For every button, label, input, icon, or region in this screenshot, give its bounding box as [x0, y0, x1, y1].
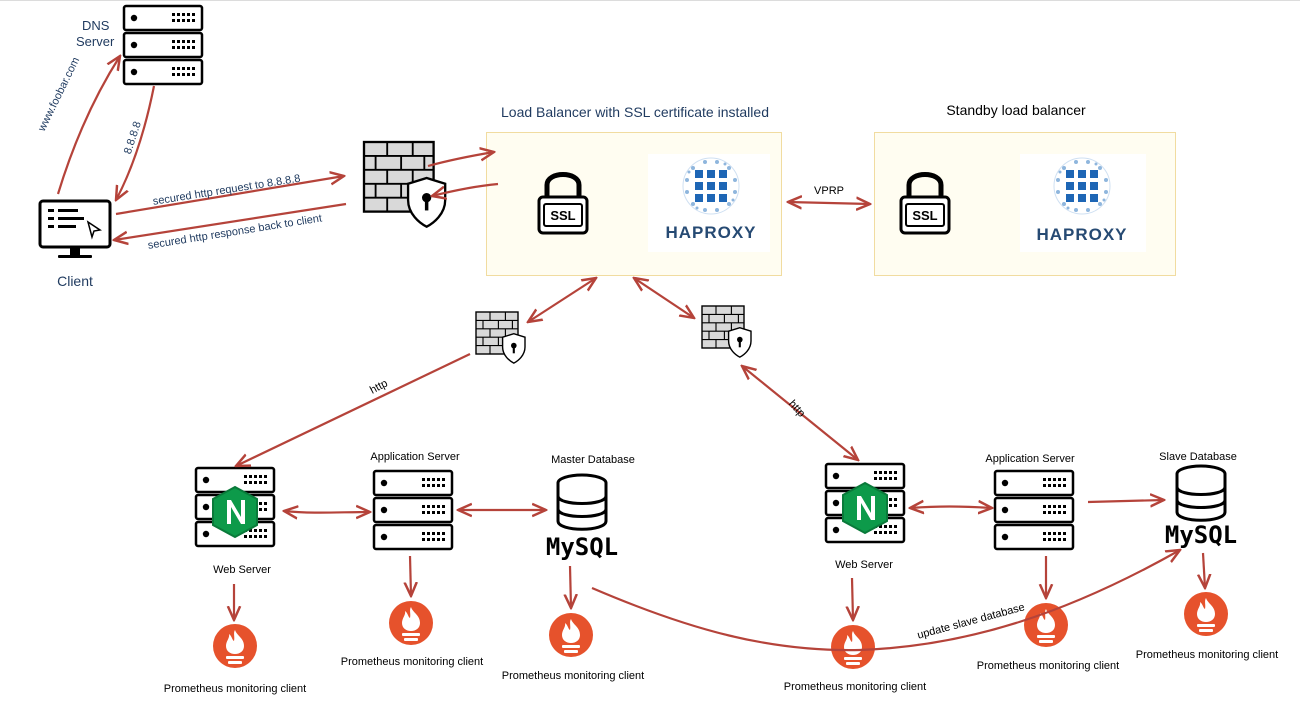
master-database-label: Master Database — [551, 454, 635, 466]
dns-server-icon — [122, 4, 204, 86]
edge-left-app-monitor — [410, 555, 411, 596]
edge-right-app-db — [1087, 500, 1164, 502]
edge-left-http — [236, 353, 471, 466]
edge-request — [115, 176, 344, 216]
right-web-server-label: Web Server — [835, 559, 893, 571]
right-web-monitor-label: Prometheus monitoring client — [783, 681, 927, 693]
left-firewall-icon — [475, 311, 526, 364]
prometheus-icon-left-web — [213, 624, 257, 668]
right-nginx-icon — [842, 482, 888, 534]
standby-title: Standby load balancer — [946, 102, 1086, 118]
edge-label-vrrp: VPRP — [814, 185, 844, 197]
left-nginx-icon — [212, 486, 258, 538]
edge-lb-left-firewall — [528, 278, 596, 322]
slave-database-icon — [1175, 464, 1227, 522]
edge-response — [114, 202, 347, 240]
slave-db-monitor-label: Prometheus monitoring client — [1135, 649, 1279, 661]
client-label: Client — [57, 273, 93, 289]
left-app-server-icon — [372, 469, 454, 551]
lb-haproxy-logo-icon: HAPROXY — [665, 157, 756, 242]
prometheus-icon-left-app — [389, 601, 433, 645]
lb-ssl-lock-icon — [539, 175, 587, 234]
top-border — [0, 0, 1300, 1]
right-app-server-icon — [993, 469, 1075, 551]
prometheus-icon-master-db — [549, 613, 593, 657]
slave-database-label: Slave Database — [1159, 451, 1237, 463]
edge-firewall-to-lb — [427, 152, 494, 168]
edge-client-to-dns — [56, 56, 120, 195]
main-firewall-icon — [362, 140, 447, 228]
edge-left-web-app — [284, 511, 370, 513]
prometheus-icon-right-web — [831, 625, 875, 669]
prometheus-icon-slave-db — [1184, 592, 1228, 636]
edge-right-http — [742, 366, 858, 460]
left-app-monitor-label: Prometheus monitoring client — [340, 656, 484, 668]
standby-haproxy-logo-icon: HAPROXY — [1036, 157, 1127, 244]
client-computer-icon — [38, 199, 112, 258]
dns-label-line2: Server — [76, 34, 115, 49]
load-balancer-title: Load Balancer with SSL certificate insta… — [501, 104, 769, 120]
standby-ssl-lock-icon — [901, 175, 949, 234]
edge-vrrp — [788, 202, 870, 204]
edge-right-web-monitor — [852, 577, 853, 620]
left-app-server-label: Application Server — [370, 451, 460, 463]
right-app-monitor-label: Prometheus monitoring client — [976, 660, 1120, 672]
left-web-monitor-label: Prometheus monitoring client — [163, 683, 307, 695]
right-app-server-label: Application Server — [985, 453, 1075, 465]
edge-right-web-app — [910, 507, 992, 509]
edge-lb-to-firewall — [432, 182, 499, 196]
edge-dns-to-client — [116, 85, 156, 200]
right-firewall-icon — [701, 305, 752, 358]
edge-lb-right-firewall — [634, 278, 694, 318]
dns-label-line1: DNS — [82, 18, 110, 33]
left-web-server-label: Web Server — [213, 564, 271, 576]
svg-text:HAPROXY: HAPROXY — [1036, 225, 1127, 244]
connector-lines — [56, 56, 1205, 652]
prometheus-icon-right-app — [1024, 603, 1068, 647]
edge-master-monitor — [570, 565, 571, 608]
master-database-icon — [556, 473, 608, 531]
svg-text:HAPROXY: HAPROXY — [665, 223, 756, 242]
master-db-monitor-label: Prometheus monitoring client — [501, 670, 645, 682]
slave-mysql-logo: MySQL — [1165, 521, 1237, 549]
edge-update-slave — [591, 550, 1180, 652]
master-mysql-logo: MySQL — [546, 533, 618, 561]
edge-slave-monitor — [1203, 552, 1205, 588]
